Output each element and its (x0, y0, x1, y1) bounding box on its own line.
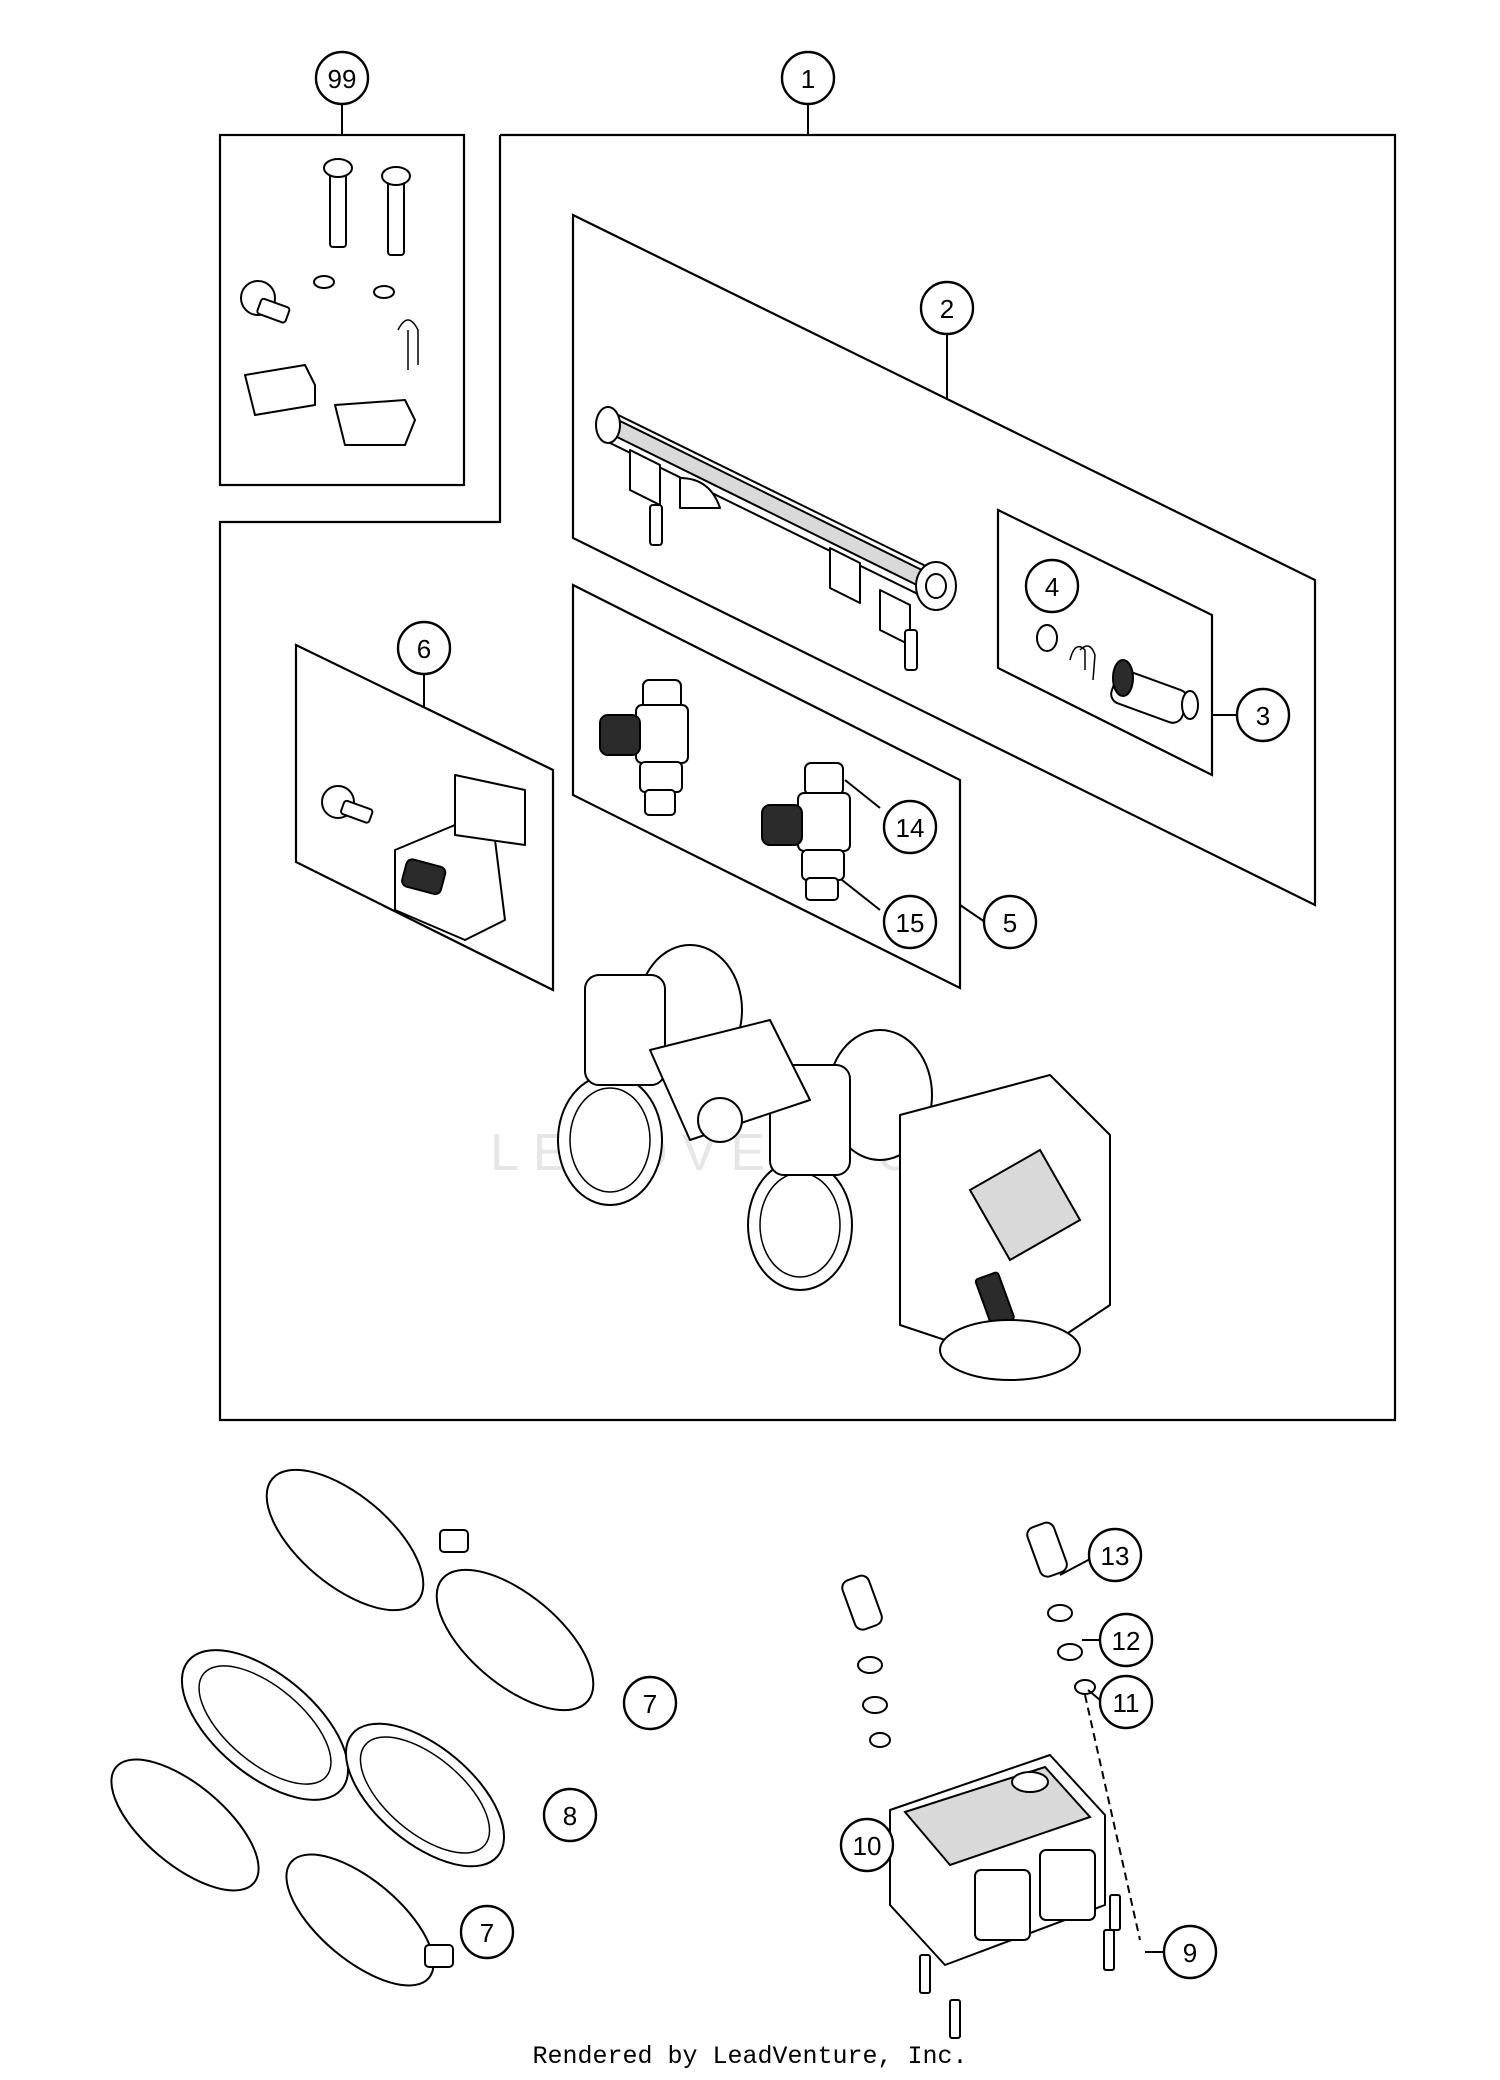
callout-7-upper-label: 7 (643, 1689, 657, 1719)
callout-5: 5 (982, 894, 1038, 950)
callout-13-label: 13 (1101, 1541, 1130, 1571)
injector-5-frame (571, 583, 986, 990)
callout-11: 11 (1098, 1674, 1154, 1730)
callout-2-label: 2 (940, 294, 954, 324)
callout-8-label: 8 (563, 1801, 577, 1831)
callout-14: 14 (882, 799, 938, 855)
kit-99-bolts (240, 158, 419, 446)
callout-99: 99 (314, 50, 370, 106)
callout-12-label: 12 (1112, 1626, 1141, 1656)
map-sensor (321, 774, 526, 941)
callout-7-lower-label: 7 (480, 1918, 494, 1948)
throttle-body (557, 944, 1111, 1381)
callout-99-label: 99 (328, 64, 357, 94)
callout-10-label: 10 (853, 1831, 882, 1861)
callout-1: 1 (780, 50, 836, 106)
connector-parts (1036, 624, 1199, 724)
callout-12: 12 (1098, 1612, 1154, 1668)
callout-15: 15 (882, 894, 938, 950)
callout-8: 8 (542, 1787, 598, 1843)
injector-b (761, 762, 881, 911)
callout-14-label: 14 (896, 813, 925, 843)
callout-10: 10 (839, 1817, 895, 1873)
hose-clamps-and-boots (110, 1468, 595, 1987)
callout-9: 9 (1162, 1924, 1218, 1980)
callout-5-label: 5 (1003, 908, 1017, 938)
callout-9-label: 9 (1183, 1938, 1197, 1968)
callout-2: 2 (919, 280, 975, 336)
callout-11-label: 11 (1113, 1688, 1140, 1718)
callout-3: 3 (1235, 687, 1291, 743)
callout-1-label: 1 (801, 64, 815, 94)
ecu-unit (841, 1521, 1170, 2039)
callout-15-label: 15 (896, 908, 925, 938)
callout-6: 6 (396, 620, 452, 676)
fuel-rail (595, 406, 957, 671)
fuel-rail-2-frame (571, 213, 1317, 907)
callout-13: 13 (1087, 1527, 1143, 1583)
callout-7-upper: 7 (622, 1675, 678, 1731)
footer-credit: Rendered by LeadVenture, Inc. (532, 2042, 968, 2071)
sensor-6-frame (294, 643, 555, 992)
injector-a (599, 679, 689, 816)
callout-7-lower: 7 (459, 1904, 515, 1960)
callout-4: 4 (1024, 558, 1080, 614)
connector-3-frame (996, 508, 1238, 777)
callout-4-label: 4 (1045, 572, 1059, 602)
callout-6-label: 6 (417, 634, 431, 664)
callout-3-label: 3 (1256, 701, 1270, 731)
